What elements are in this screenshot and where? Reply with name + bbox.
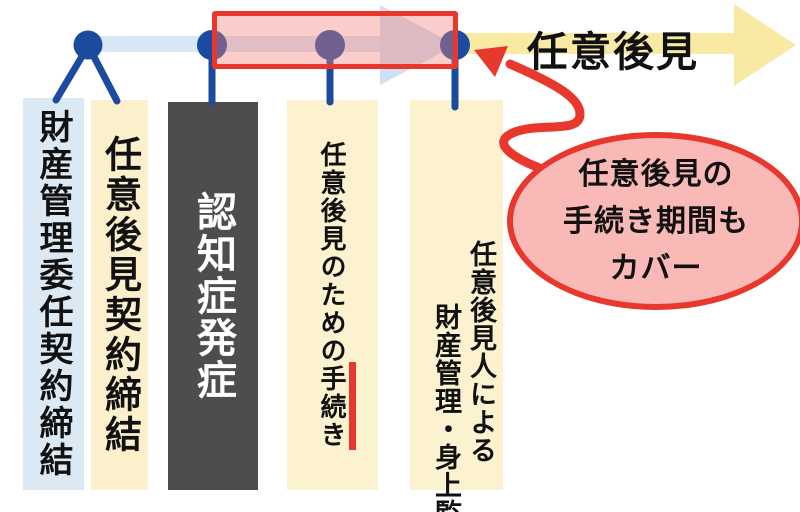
callout-bubble: 任意後見の 手続き期間も カバー bbox=[507, 132, 800, 310]
event-label-line2: 財産管理・身上監護 bbox=[431, 303, 461, 512]
event-column-guardianship-contract: 任意後見契約締結 bbox=[91, 100, 148, 490]
timeline-phase-label: 任意後見 bbox=[527, 29, 699, 75]
event-column-guardian-duties: 任意後見人による 財産管理・身上監護 bbox=[410, 100, 503, 512]
yellow-timeline-band bbox=[456, 33, 736, 54]
branch-line-left bbox=[52, 49, 88, 104]
blue-timeline-band bbox=[88, 36, 388, 52]
red-highlight-box bbox=[212, 11, 458, 69]
event-label: 任意後見契約締結 bbox=[99, 135, 141, 455]
event-label: 任意後見のための手続き bbox=[317, 141, 347, 449]
event-label-line1: 任意後見人による bbox=[466, 240, 496, 464]
timeline-dot-1 bbox=[73, 30, 103, 60]
red-emphasis-line bbox=[349, 362, 356, 450]
squiggle-arrow-head bbox=[474, 46, 508, 77]
event-column-dementia-onset: 認知症発症 bbox=[168, 102, 258, 490]
callout-line: 任意後見の bbox=[578, 157, 734, 191]
timeline-dot-3 bbox=[315, 30, 345, 60]
yellow-arrow-head-icon bbox=[734, 4, 796, 86]
event-label: 認知症発症 bbox=[191, 191, 235, 401]
event-column-property-management-contract: 財産管理委任契約締結 bbox=[23, 98, 84, 490]
callout-line: 手続き期間も bbox=[563, 204, 749, 238]
callout-line: カバー bbox=[609, 251, 703, 285]
squiggle-arrow-line bbox=[499, 59, 585, 179]
event-label: 財産管理委任契約締結 bbox=[34, 109, 72, 479]
branch-line-right bbox=[88, 49, 121, 105]
event-column-guardianship-procedure: 任意後見のための手続き bbox=[287, 100, 378, 490]
